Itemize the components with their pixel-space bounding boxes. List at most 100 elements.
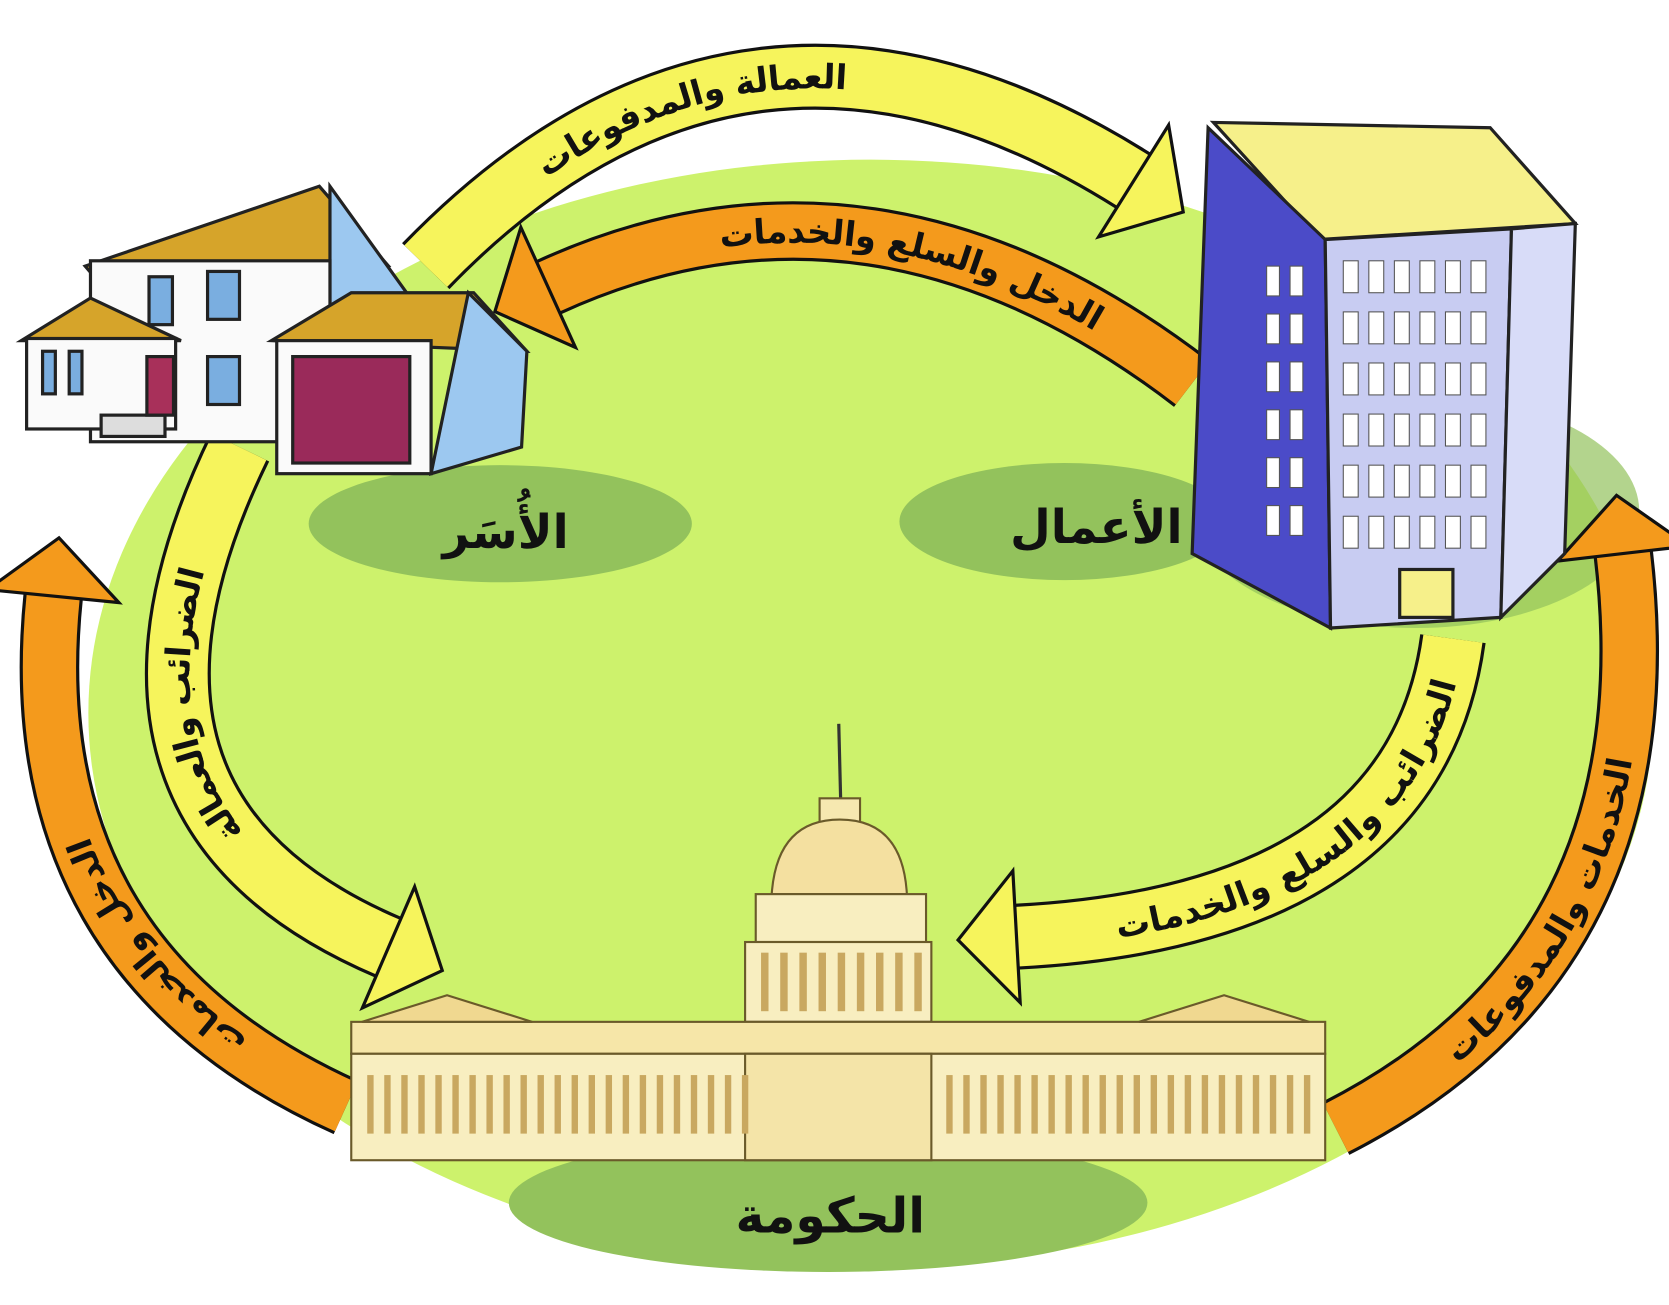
column [707, 1075, 715, 1134]
column [1082, 1075, 1089, 1134]
column [837, 952, 846, 1012]
column [673, 1075, 681, 1134]
column [1133, 1075, 1140, 1134]
window [1289, 313, 1304, 345]
column [1150, 1075, 1158, 1134]
window [1342, 515, 1359, 549]
window [1289, 409, 1304, 441]
column [780, 952, 788, 1012]
column [741, 1075, 749, 1134]
column [1235, 1075, 1243, 1134]
node-label-government: الحكومة [735, 1188, 925, 1245]
column [690, 1075, 698, 1134]
window [1444, 362, 1461, 396]
arrowhead [955, 866, 1023, 1007]
window [1342, 362, 1359, 396]
window [1289, 505, 1304, 536]
window [1419, 515, 1436, 549]
window [1419, 464, 1436, 498]
window [1419, 362, 1436, 396]
window [1444, 311, 1461, 345]
arrow-households-to-government [178, 447, 445, 1012]
column [1252, 1075, 1260, 1134]
column [588, 1075, 596, 1134]
window [1444, 515, 1461, 549]
column [997, 1075, 1004, 1134]
capitol-building-icon [350, 723, 1327, 1162]
arrowhead [359, 882, 445, 1012]
window [1368, 413, 1385, 447]
column [435, 1075, 442, 1134]
window [1266, 409, 1280, 441]
column [452, 1075, 459, 1134]
window [1393, 515, 1410, 549]
house-icon [15, 181, 531, 476]
column [554, 1075, 561, 1134]
column [469, 1075, 476, 1134]
window [1393, 311, 1410, 345]
window [1368, 260, 1385, 294]
column [876, 952, 884, 1012]
column [818, 952, 826, 1012]
column [1065, 1075, 1072, 1134]
column [656, 1075, 664, 1134]
column [537, 1075, 544, 1134]
window [1368, 464, 1385, 498]
window [1444, 464, 1461, 498]
window [1470, 464, 1487, 498]
column [799, 952, 807, 1012]
window [1368, 362, 1385, 396]
government-shadow [508, 1133, 1148, 1272]
column [1286, 1075, 1294, 1134]
window [1342, 413, 1359, 447]
window [1393, 260, 1410, 294]
window [1470, 260, 1487, 294]
building-windows [1266, 260, 1487, 549]
arrow-government-to-households [0, 535, 346, 1107]
window [1368, 515, 1385, 549]
window [1470, 413, 1487, 447]
column [418, 1075, 425, 1134]
window [1419, 260, 1436, 294]
window [1419, 311, 1436, 345]
column [486, 1075, 493, 1134]
window [1289, 457, 1304, 489]
column [1099, 1075, 1106, 1134]
column [1184, 1075, 1192, 1134]
arrow-business-to-government [955, 639, 1453, 1007]
column [895, 952, 903, 1012]
column [856, 952, 865, 1012]
window [1266, 361, 1280, 393]
capitol-columns [367, 952, 1311, 1134]
column [1116, 1075, 1123, 1134]
column [761, 952, 769, 1012]
column [914, 952, 922, 1012]
column [1218, 1075, 1226, 1134]
window [1393, 464, 1410, 498]
column [622, 1075, 630, 1134]
arrowhead [0, 535, 123, 605]
window [1393, 362, 1410, 396]
column [1167, 1075, 1175, 1134]
column [503, 1075, 510, 1134]
column [946, 1075, 953, 1134]
window [1470, 515, 1487, 549]
businesses-shadow [899, 463, 1230, 581]
column [520, 1075, 527, 1134]
column [571, 1075, 578, 1134]
window [1266, 505, 1280, 536]
arrowhead [1094, 120, 1186, 240]
window [1419, 413, 1436, 447]
column [401, 1075, 408, 1134]
window [1342, 464, 1359, 498]
window [1393, 413, 1410, 447]
window [1342, 260, 1359, 294]
column [1303, 1075, 1311, 1134]
window [1266, 313, 1280, 345]
column [1048, 1075, 1055, 1134]
window [1289, 361, 1304, 393]
column [980, 1075, 987, 1134]
column [724, 1075, 732, 1134]
column [1201, 1075, 1209, 1134]
window [1342, 311, 1359, 345]
